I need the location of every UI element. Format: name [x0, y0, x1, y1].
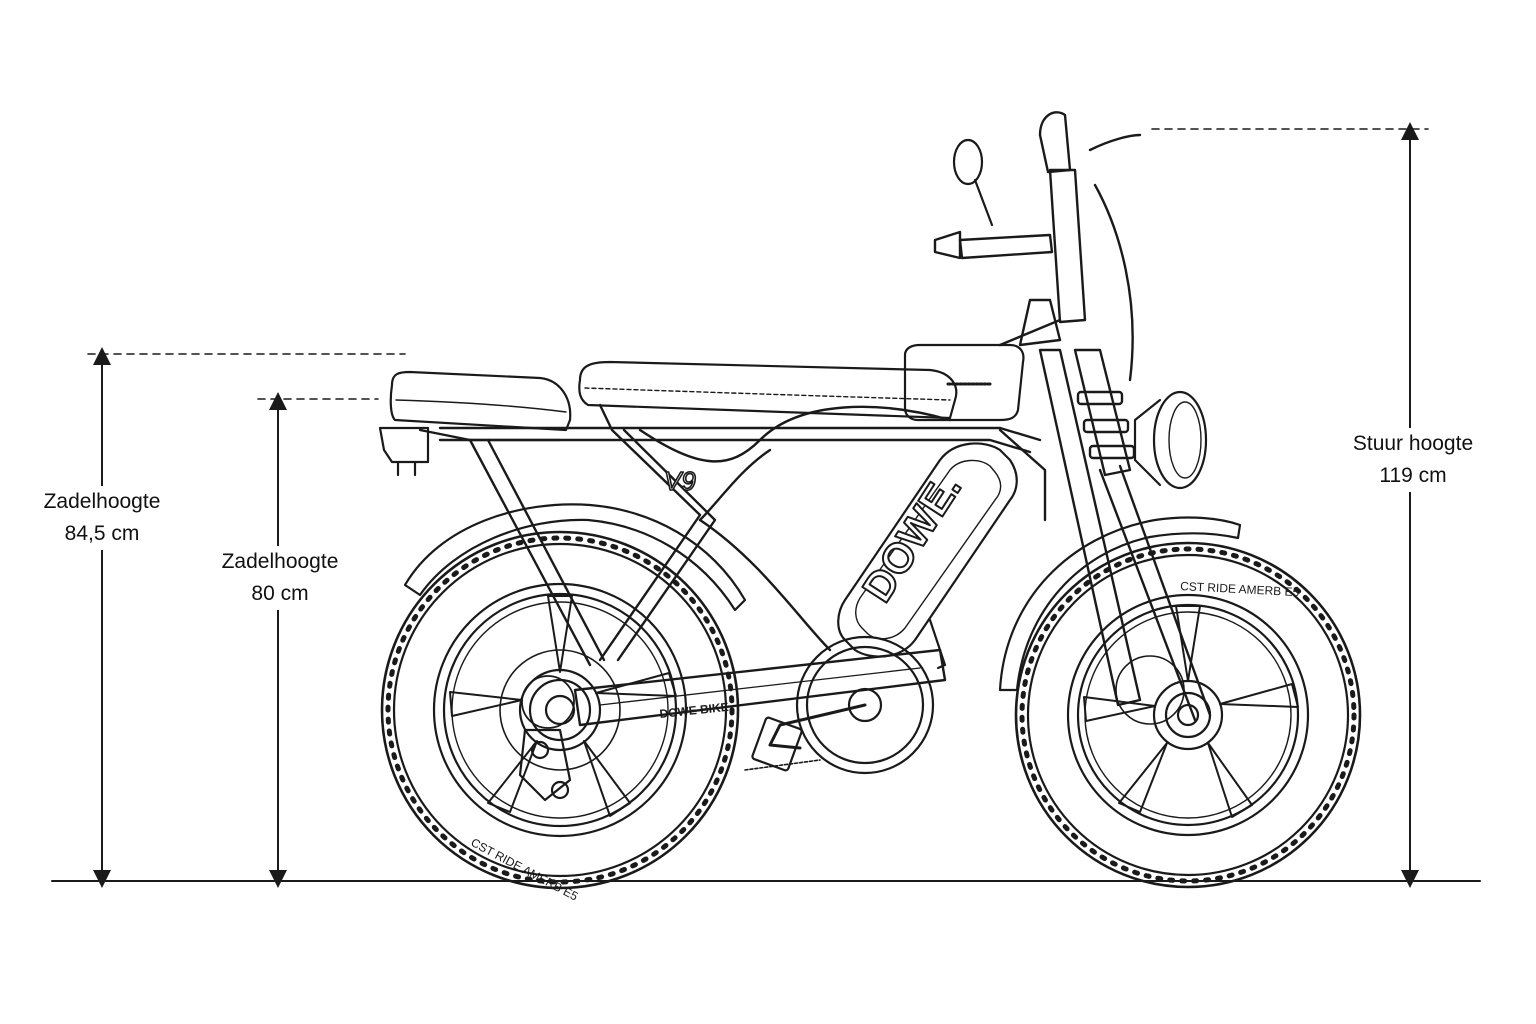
rear-tire-text: CST RIDE AMERB E5: [469, 835, 581, 903]
rear-derailleur: [518, 728, 572, 802]
main-seat: [578, 360, 958, 420]
seat-high-value: 84,5 cm: [64, 522, 140, 545]
battery-brand-text: DOWE.: [853, 465, 970, 610]
seat-high-label: Zadelhoogte: [43, 490, 161, 513]
front-wheel: CST RIDE AMERB E5: [1014, 541, 1362, 889]
frame: [438, 348, 1142, 727]
dimension-handlebar: [1151, 122, 1429, 888]
front-fender: [998, 516, 1242, 692]
handlebars: [933, 111, 1142, 382]
dimension-label-handlebar: Stuur hoogte 119 cm: [1332, 428, 1494, 492]
rear-rack: [378, 426, 562, 477]
headlight: [1133, 390, 1208, 490]
dimension-label-seat-high: Zadelhoogte 84,5 cm: [22, 486, 182, 550]
seat-low-value: 80 cm: [251, 582, 309, 605]
handlebar-value: 119 cm: [1379, 464, 1447, 487]
handlebar-label: Stuur hoogte: [1352, 432, 1474, 455]
dimension-label-seat-low: Zadelhoogte 80 cm: [196, 546, 364, 610]
rear-seat: [389, 370, 572, 432]
battery: DOWE.: [837, 442, 1018, 658]
dimension-seat-low: [257, 392, 379, 888]
model-badge: V9: [664, 466, 696, 496]
kickstand: [928, 618, 947, 670]
front-tire-text: CST RIDE AMERB E5: [1180, 579, 1300, 599]
mirror: [952, 138, 994, 227]
chainguard-text: DOWE BIKE: [659, 700, 729, 721]
dimension-seat-high: [87, 347, 406, 888]
chainring: [744, 635, 935, 775]
bike-illustration: CST RIDE AMERB E5 CST RIDE AMERB E5: [378, 111, 1362, 904]
top-tube-bag: [903, 343, 1025, 422]
seat-low-label: Zadelhoogte: [221, 550, 339, 573]
